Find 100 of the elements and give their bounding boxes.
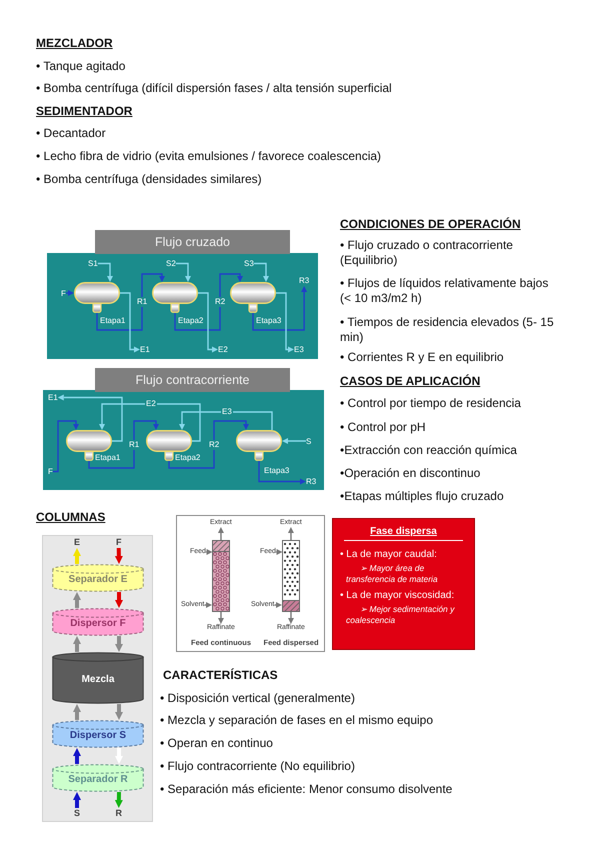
- stream-label: E1: [140, 344, 150, 355]
- stream-label: F: [116, 537, 122, 548]
- process-panel: [47, 230, 318, 359]
- horizontal-vessel: [74, 282, 120, 313]
- edge-label: R1: [136, 297, 148, 307]
- flow-arrow: [179, 411, 273, 430]
- bullet-item: • Flujo cruzado o contracorriente (Equilibrio): [340, 238, 514, 268]
- stream-label: R3: [306, 476, 316, 487]
- flow-arrow: [73, 792, 81, 808]
- flow-arrow: [288, 612, 294, 624]
- bullet-item: • Operan en continuo: [160, 736, 273, 750]
- bullet-item: • Corrientes R y E en equilibrio: [340, 350, 504, 364]
- stream-label: F: [61, 288, 66, 298]
- flow-arrow: [73, 704, 81, 720]
- bullet-item: •Extracción con reacción química: [340, 442, 517, 458]
- bullet-item: •Etapas múltiples flujo cruzado: [340, 488, 504, 504]
- flow-arrow: [88, 420, 159, 469]
- flow-arrow: [276, 549, 282, 555]
- stream-label: R3: [299, 275, 310, 286]
- panel-heading: Fase dispersa: [344, 525, 463, 541]
- flow-arrow: [73, 592, 81, 608]
- flow-arrow: [115, 704, 123, 720]
- stream-label: E1: [48, 392, 58, 403]
- bullet-item: • Flujos de líquidos relativamente bajos (< 10 m3/m2 h): [340, 276, 550, 306]
- bullet-item: •Operación en discontinuo: [340, 466, 480, 480]
- flow-arrow: [176, 262, 191, 282]
- flow-arrow: [114, 548, 123, 564]
- stage-label: Etapa2: [175, 453, 200, 463]
- stage-label: Etapa1: [100, 316, 126, 326]
- bullet-item: • Decantador: [36, 126, 106, 140]
- flow-arrow: [73, 548, 81, 564]
- stream-label: S3: [244, 258, 254, 269]
- stream-label: S2: [166, 258, 176, 269]
- bullet-item: • Mezcla y separación de fases en el mismo equipo: [160, 712, 434, 728]
- flow-arrow: [206, 549, 212, 555]
- bullet-item: • Control por pH: [340, 420, 426, 434]
- flow-arrow: [115, 592, 123, 608]
- info-panel: [332, 518, 475, 650]
- flow-arrow: [218, 612, 224, 624]
- bullet-item: • Bomba centrífuga (difícil dispersión fases / alta tensión superficial: [36, 80, 392, 96]
- bullet-item: • La de mayor caudal:: [340, 548, 438, 561]
- stream-label: E3: [294, 344, 304, 355]
- extraction-column: [282, 540, 300, 612]
- edge-label: R2: [208, 440, 220, 450]
- stage-label: Etapa3: [256, 316, 282, 326]
- stream-label: S1: [88, 258, 98, 269]
- bullet-item: • Lecho fibra de vidrio (evita emulsiones / favorece coalescencia): [36, 148, 382, 164]
- section-heading: MEZCLADOR: [36, 36, 113, 50]
- flow-arrow: [58, 394, 123, 442]
- flow-arrow: [73, 636, 81, 652]
- flow-arrow: [274, 602, 282, 608]
- section-heading: SEDIMENTADOR: [36, 104, 132, 118]
- bullet-item: • Separación más eficiente: Menor consumo disolvente: [160, 782, 452, 796]
- bullet-item: • Tanque agitado: [36, 58, 126, 74]
- flow-arrow: [73, 748, 81, 764]
- flow-arrow: [276, 292, 294, 352]
- horizontal-vessel: [152, 282, 198, 313]
- stage-label: Etapa3: [264, 466, 290, 476]
- edge-label: R2: [214, 297, 226, 307]
- edge-label: E2: [145, 399, 157, 409]
- horizontal-vessel: [230, 282, 276, 313]
- flow-arrow: [204, 602, 212, 608]
- flow-arrow: [168, 420, 249, 469]
- extraction-column: [212, 540, 230, 612]
- flow-arrow: [99, 403, 201, 442]
- stream-label: R: [116, 808, 122, 819]
- stream-label: E: [74, 537, 80, 548]
- stream-label: S: [74, 808, 80, 819]
- flow-arrow: [288, 527, 294, 540]
- flow-arrow: [98, 262, 113, 282]
- flow-arrow: [254, 262, 269, 282]
- flow-arrow: [96, 273, 165, 331]
- flow-arrow: [66, 290, 74, 296]
- bullet-item: • Flujo contracorriente (No equilibrio): [160, 758, 355, 774]
- section-heading: CONDICIONES DE OPERACIÓN: [340, 216, 521, 232]
- bullet-item: • Bomba centrífuga (densidades similares): [36, 172, 262, 186]
- stream-label: F: [48, 466, 53, 477]
- bullet-item: • Control por tiempo de residencia: [340, 396, 521, 410]
- flow-arrow: [52, 420, 79, 472]
- flow-arrow: [115, 636, 123, 652]
- flow-arrow: [282, 438, 306, 444]
- flow-arrow: [120, 292, 140, 352]
- bullet-item: • Tiempos de residencia elevados (5- 15 min): [340, 314, 555, 344]
- flow-arrow: [114, 792, 123, 808]
- bullet-item: • La de mayor viscosidad:: [340, 589, 456, 602]
- stage-label: Etapa1: [95, 453, 120, 463]
- horizontal-vessel: [236, 430, 282, 461]
- flow-arrow: [174, 273, 243, 331]
- stage-label: Etapa2: [178, 316, 204, 326]
- flow-arrow: [258, 461, 306, 484]
- section-heading: COLUMNAS: [36, 510, 106, 524]
- stream-label: S: [306, 436, 312, 446]
- sub-item: ➢ Mejor sedimentación y coalescencia: [345, 604, 456, 626]
- edge-label: E3: [221, 407, 233, 417]
- section-heading: CASOS DE APLICACIÓN: [340, 374, 480, 388]
- flow-arrow: [252, 286, 308, 331]
- stream-label: E2: [218, 344, 228, 355]
- panel-title: Flujo contracorriente: [95, 368, 290, 392]
- process-panel: [43, 368, 324, 490]
- sub-item: ➢ Mayor área de transferencia de materia: [345, 563, 439, 585]
